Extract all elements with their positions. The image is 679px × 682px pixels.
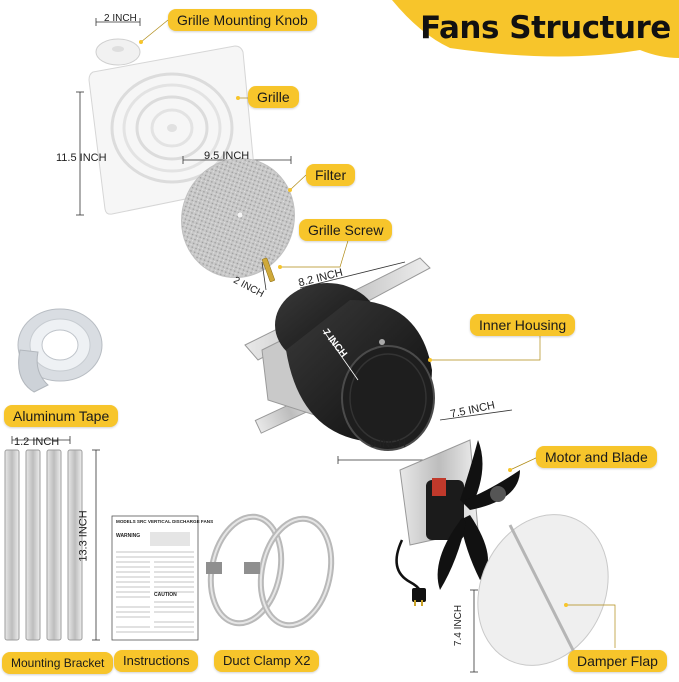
tape-part: [17, 308, 103, 393]
label-grille-mounting-knob: Grille Mounting Knob: [168, 9, 317, 31]
label-inner-housing: Inner Housing: [470, 314, 576, 336]
dim-filter-width: 9.5 INCH: [204, 150, 250, 162]
label-motor-and-blade: Motor and Blade: [536, 446, 657, 468]
clamp-part: [206, 513, 335, 629]
housing-part: [244, 257, 439, 464]
dim-grille-height: 11.5 INCH: [56, 152, 107, 164]
damper-part: [470, 514, 609, 673]
label-damper-flap: Damper Flap: [568, 650, 667, 672]
instructions-caution: CAUTION: [154, 592, 177, 598]
page-title: Fans Structure: [420, 10, 671, 46]
filter-part: [181, 156, 295, 279]
instructions-card: [111, 515, 199, 641]
label-filter: Filter: [306, 164, 356, 186]
dim-bracket-length: 13.3 INCH: [77, 510, 90, 562]
dim-damper: 7.4 INCH: [453, 604, 465, 647]
motor-part: [395, 409, 520, 606]
screw-part: [261, 233, 351, 291]
bracket-part: [4, 436, 100, 641]
knob-part: [95, 18, 141, 66]
instructions-warning: WARNING: [116, 533, 141, 539]
dim-bracket-width: 1.2 INCH: [14, 436, 60, 448]
label-grille: Grille: [248, 86, 299, 108]
dim-knob: 2 INCH: [104, 13, 137, 24]
instructions-heading: MODELS SRC VERTICAL DISCHARGE FANS: [116, 519, 214, 524]
label-instructions: Instructions: [114, 650, 199, 672]
label-grille-screw: Grille Screw: [299, 219, 393, 241]
label-duct-clamp: Duct Clamp X2: [214, 650, 320, 672]
label-mounting-bracket: Mounting Bracket: [2, 652, 114, 674]
dim-housing-depth: 8 INCH: [370, 438, 407, 450]
label-aluminum-tape: Aluminum Tape: [4, 405, 119, 427]
